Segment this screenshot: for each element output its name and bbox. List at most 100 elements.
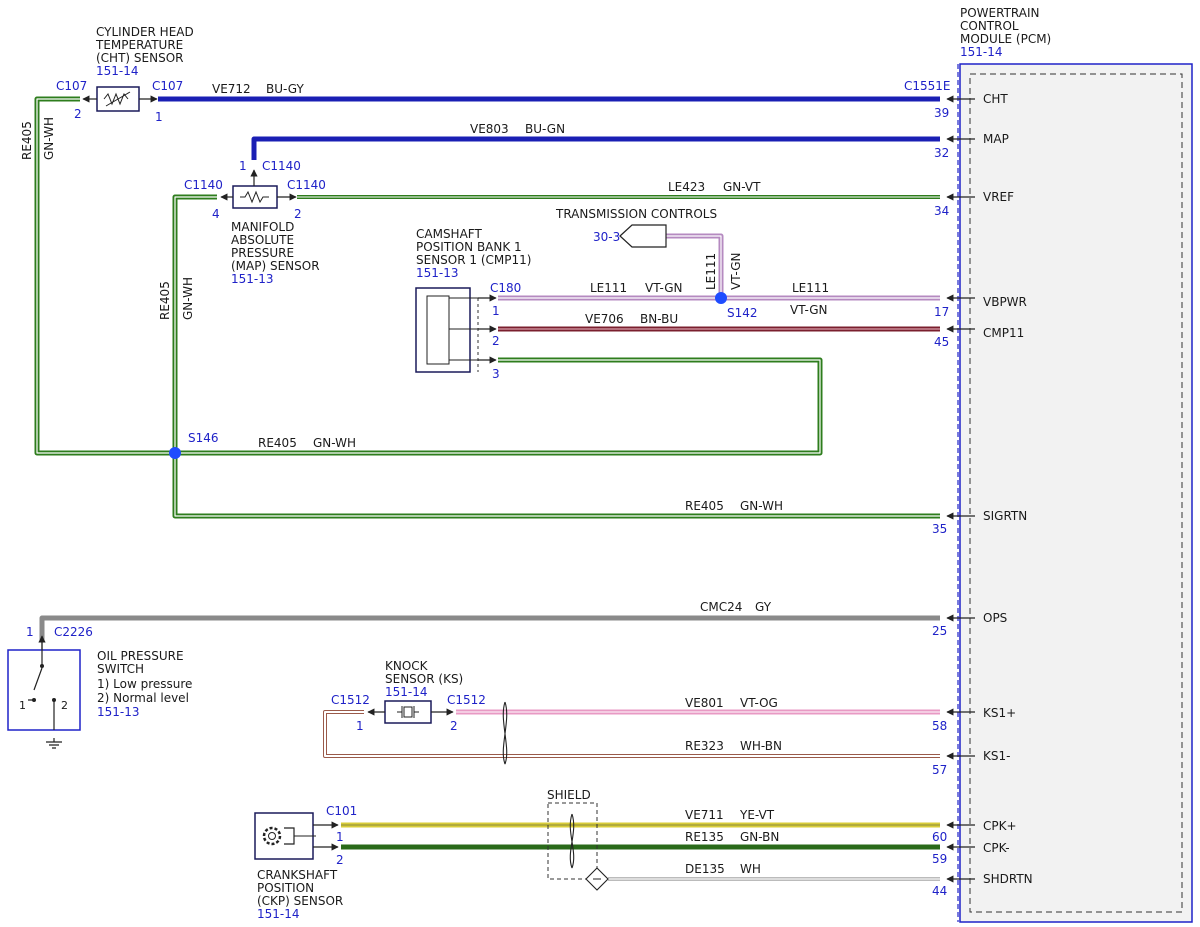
knock-sensor: KNOCK SENSOR (KS) 151-14 C1512 1 C1512 2 (331, 659, 508, 765)
wire-label-ve803-color: BU-GN (525, 122, 565, 136)
pin-number-vref: 34 (934, 204, 949, 218)
map-title-4: (MAP) SENSOR (231, 259, 320, 273)
connector-c1140-left-pin: 4 (212, 207, 220, 221)
pin-number-shdrtn: 44 (932, 884, 947, 898)
splices: S146 S142 (169, 292, 758, 459)
transmission-ref: 30-3 (593, 230, 620, 244)
wire-label-ve801-circuit: VE801 (685, 696, 724, 710)
pin-label-cmp11: CMP11 (983, 326, 1024, 340)
wire-label-de135-color: WH (740, 862, 761, 876)
pin-number-ks1m: 57 (932, 763, 947, 777)
map-ref: 151-13 (231, 272, 274, 286)
wire-label-le111-b-color: VT-GN (790, 303, 827, 317)
pin-number-cmp11: 45 (934, 335, 949, 349)
cmp-sensor: CAMSHAFT POSITION BANK 1 SENSOR 1 (CMP11… (415, 227, 531, 381)
splice-s146-label: S146 (188, 431, 219, 445)
splice-s142 (715, 292, 727, 304)
cht-title-2: TEMPERATURE (95, 38, 183, 52)
connector-c107-left-pin: 2 (74, 107, 82, 121)
pin-label-map: MAP (983, 132, 1009, 146)
connector-c101-pin-2: 2 (336, 853, 344, 867)
wire-label-re405-b-circuit: RE405 (158, 281, 172, 320)
wire-label-re405-a-circuit: RE405 (20, 121, 34, 160)
connector-c101-pin-1: 1 (336, 830, 344, 844)
wire-label-re405-d-color: GN-WH (740, 499, 783, 513)
connector-c1512-right: C1512 (447, 693, 486, 707)
ks-title-1: KNOCK (385, 659, 429, 673)
wire-cmc24 (39, 615, 940, 640)
pin-number-cht: 39 (934, 106, 949, 120)
connector-c2226-pin: 1 (26, 625, 34, 639)
cmp-sensor-element (426, 295, 450, 365)
ckp-sensor: C101 1 2 CRANKSHAFT POSITION (CKP) SENSO… (254, 804, 357, 921)
wire-label-le111-a-circuit: LE111 (590, 281, 627, 295)
connector-c2226: C2226 (54, 625, 93, 639)
ckp-title-1: CRANKSHAFT (257, 868, 338, 882)
piezo-icon (397, 706, 419, 718)
pcm-title-line-3: MODULE (PCM) (960, 32, 1051, 46)
pin-label-shdrtn: SHDRTN (983, 872, 1033, 886)
wire-label-le111-a-color: VT-GN (645, 281, 682, 295)
wire-label-ve803-circuit: VE803 (470, 122, 509, 136)
wire-label-le423-color: GN-VT (723, 180, 761, 194)
wire-label-ve801-color: VT-OG (740, 696, 778, 710)
pin-label-ops: OPS (983, 611, 1007, 625)
ops-title-4: 2) Normal level (97, 691, 189, 705)
shield-box (547, 802, 598, 880)
connector-c180-pin-3: 3 (492, 367, 500, 381)
wire-label-ve711-circuit: VE711 (685, 808, 724, 822)
wire-label-re405-c-circuit: RE405 (258, 436, 297, 450)
connector-c1512-left: C1512 (331, 693, 370, 707)
ks-ref: 151-14 (385, 685, 428, 699)
pin-number-vbpwr: 17 (934, 305, 949, 319)
connector-c107-right: C107 (152, 79, 183, 93)
connector-c1140-left: C1140 (184, 178, 223, 192)
twisted-pair-icon (502, 701, 508, 765)
connector-c1140-right: C1140 (287, 178, 326, 192)
pin-label-sigrtn: SIGRTN (983, 509, 1027, 523)
map-title-3: PRESSURE (231, 246, 294, 260)
connector-c107-right-pin: 1 (155, 110, 163, 124)
pin-label-ks1m: KS1- (983, 749, 1010, 763)
wire-label-ve706-circuit: VE706 (585, 312, 624, 326)
ops-title-3: 1) Low pressure (97, 677, 192, 691)
pin-label-ks1p: KS1+ (983, 706, 1016, 720)
pin-label-cht: CHT (983, 92, 1008, 106)
pin-number-map: 32 (934, 146, 949, 160)
wire-label-ve712-circuit: VE712 (212, 82, 251, 96)
pressure-sensor-icon (240, 190, 269, 204)
map-title-2: ABSOLUTE (231, 233, 294, 247)
wire-label-ve712-color: BU-GY (266, 82, 304, 96)
pcm-title-line-2: CONTROL (960, 19, 1019, 33)
connector-c180-pin-1: 1 (492, 304, 500, 318)
cht-title-1: CYLINDER HEAD (96, 25, 194, 39)
transmission-connector-flag (619, 224, 667, 248)
wire-label-le111-c-circuit: LE111 (704, 253, 718, 290)
ops-title-2: SWITCH (97, 662, 144, 676)
pin-number-ops: 25 (932, 624, 947, 638)
cmp-ref: 151-13 (416, 266, 459, 280)
cmp-title-2: POSITION BANK 1 (416, 240, 522, 254)
wire-label-ve711-color: YE-VT (739, 808, 775, 822)
wire-label-le111-b-circuit: LE111 (792, 281, 829, 295)
wire-label-de135-circuit: DE135 (685, 862, 725, 876)
pin-number-ks1p: 58 (932, 719, 947, 733)
wire-label-ve706-color: BN-BU (640, 312, 678, 326)
wire-label-re405-c-color: GN-WH (313, 436, 356, 450)
wire-label-re405-a-color: GN-WH (42, 117, 56, 160)
pcm-pins: CHT 39 MAP 32 VREF 34 VBPWR 17 CMP11 45 … (932, 92, 1033, 898)
shield-title: SHIELD (547, 788, 591, 802)
connector-c1551e: C1551E (904, 79, 951, 93)
ks-title-2: SENSOR (KS) (385, 672, 463, 686)
cmp-title-1: CAMSHAFT (416, 227, 482, 241)
map-sensor-body (232, 185, 278, 209)
splice-s142-label: S142 (727, 306, 758, 320)
wire-ve803 (251, 136, 940, 160)
connector-c1140-top-pin: 1 (239, 159, 247, 173)
switch-icon (28, 640, 55, 706)
transmission-title: TRANSMISSION CONTROLS (555, 207, 717, 221)
connector-c1512-right-pin: 2 (450, 719, 458, 733)
connector-c1512-left-pin: 1 (356, 719, 364, 733)
wire-labels: VE712 BU-GY VE803 BU-GN LE423 GN-VT LE11… (20, 82, 829, 876)
pin-number-sigrtn: 35 (932, 522, 947, 536)
